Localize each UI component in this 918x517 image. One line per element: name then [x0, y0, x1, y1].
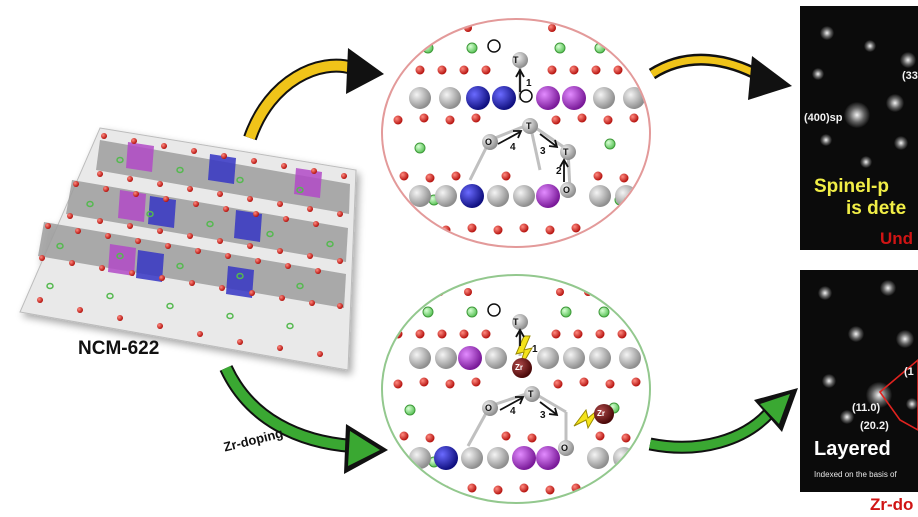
lower-step-1: 1 [532, 344, 538, 355]
diffraction-spot [860, 156, 872, 168]
diffraction-spot [820, 134, 832, 146]
arrow-to-zr-doped [226, 368, 388, 474]
saed-pattern-zr-doped: (1 (11.0) (20.2) Layered Indexed on the … [800, 270, 918, 492]
lower-site-o-left: O [485, 403, 492, 413]
arrow-to-layered-pattern [650, 388, 798, 447]
diffraction-spot [886, 94, 904, 112]
layered-caption: Layered [814, 438, 891, 461]
zr-atom-label-right: Zr [597, 409, 605, 418]
diffraction-spot [844, 102, 870, 128]
upper-site-t-right: T [563, 147, 569, 157]
undoped-structure-circle [382, 19, 650, 247]
spinel-caption-line2: is dete [846, 198, 906, 220]
lower-site-t-mid: T [528, 389, 534, 399]
arrow-to-undoped [250, 48, 384, 138]
miller-index-110: (11.0) [852, 402, 880, 414]
lower-site-o-right: O [561, 443, 568, 453]
upper-step-3: 3 [540, 146, 546, 157]
upper-site-o-right: O [563, 185, 570, 195]
undoped-label: Und [880, 229, 913, 249]
indexing-note: Indexed on the basis of [814, 470, 897, 479]
diffraction-spot [900, 52, 916, 68]
lower-step-3: 3 [540, 410, 546, 421]
diffraction-spot [812, 68, 824, 80]
lower-site-t-top: T [513, 317, 519, 327]
zr-doped-structure-circle [382, 275, 650, 503]
upper-step-2: 2 [556, 166, 562, 177]
zr-doped-label: Zr-do [870, 495, 913, 515]
upper-site-t-top: T [513, 55, 519, 65]
miller-index-202: (20.2) [860, 420, 889, 432]
upper-step-4: 4 [510, 142, 516, 153]
ncm-622-label: NCM-622 [78, 338, 159, 360]
upper-site-t-mid: T [526, 121, 532, 131]
miller-index-331: (331 [902, 70, 918, 82]
diffraction-spot [864, 40, 876, 52]
miller-index-partial: (1 [904, 366, 914, 378]
upper-step-1: 1 [526, 78, 532, 89]
lower-step-4: 4 [510, 406, 516, 417]
arrow-to-spinel-pattern [652, 56, 792, 100]
diffraction-spot [894, 136, 908, 150]
upper-site-o-left: O [485, 137, 492, 147]
diffraction-spot [820, 26, 834, 40]
spinel-caption-line1: Spinel-p [814, 176, 889, 198]
saed-pattern-undoped: (331 (400)sp Spinel-p is dete [800, 6, 918, 250]
ncm-622-crystal-block [20, 128, 356, 370]
miller-index-400sp: (400)sp [804, 112, 843, 124]
zr-atom-label-top: Zr [515, 363, 523, 372]
